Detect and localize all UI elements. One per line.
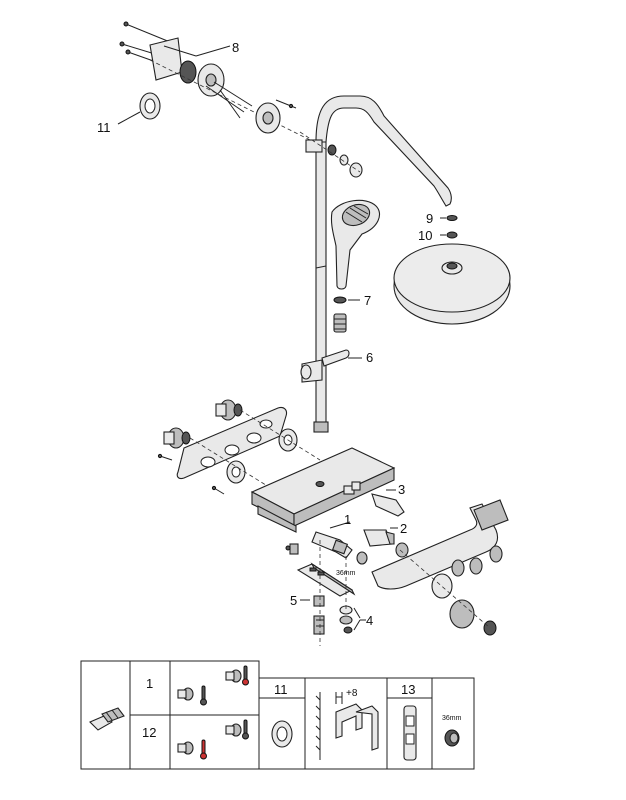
- legend-row-12-label: 12: [142, 725, 156, 740]
- shower-arm: [315, 95, 452, 207]
- washer-10: [446, 231, 458, 239]
- riser-pipe: [315, 141, 327, 431]
- legend-row-1-label: 1: [146, 676, 153, 691]
- callout-10: 10: [418, 228, 432, 243]
- valve-temperature-reversed-icon: [177, 719, 249, 760]
- part-5: [313, 595, 325, 607]
- callout-7: 7: [364, 293, 371, 308]
- control-knob: [449, 599, 475, 629]
- legend-col-13-label: 13: [401, 682, 415, 697]
- seal-ring-icon: [271, 720, 293, 748]
- s-union-right: [215, 399, 243, 421]
- thermostat-body: [250, 447, 396, 533]
- hand-shower: [330, 199, 380, 290]
- fittings-4: 4: [339, 605, 373, 634]
- head-shower: 9 10: [393, 211, 511, 325]
- washer-9: [446, 215, 458, 221]
- callout-1: 1: [344, 512, 351, 527]
- hose-connection: 7: [333, 293, 371, 333]
- s-union-left: [163, 427, 191, 449]
- legend-table: 1 12 11: [80, 660, 475, 770]
- callout-5: 5: [290, 593, 297, 608]
- bath-spout: [371, 499, 509, 636]
- diverter-knob: 3: [371, 482, 405, 517]
- callout-3: 3: [398, 482, 405, 497]
- legend-wrench-size: 36mm: [442, 715, 462, 722]
- flow-cartridge: 2: [363, 521, 409, 558]
- offset-label: +8: [346, 688, 358, 699]
- gasket: [179, 60, 197, 84]
- valve-temperature-icon: [177, 665, 249, 706]
- mounting-wrench: 36mm: [296, 562, 356, 597]
- offset-extension-icon: [315, 692, 379, 760]
- connector-nipple-icon: [89, 707, 125, 731]
- washer-7: [333, 296, 347, 304]
- callout-9: 9: [426, 211, 433, 226]
- sleeve-tool-icon: [403, 705, 417, 761]
- legend-col-11-label: 11: [274, 682, 288, 697]
- end-cap: [349, 162, 363, 178]
- callout-2: 2: [400, 521, 407, 536]
- wall-mount-assembly: 8 11: [97, 21, 311, 141]
- callout-8: 8: [232, 40, 239, 55]
- spout-body: [371, 503, 499, 590]
- hand-shower-holder: 6: [300, 349, 373, 383]
- mixer-back-plate: [157, 399, 321, 501]
- socket-nut-icon: [444, 729, 460, 747]
- callout-11: 11: [97, 120, 111, 135]
- callout-4: 4: [366, 613, 373, 628]
- callout-6: 6: [366, 350, 373, 365]
- fittings-5: 5: [290, 593, 325, 635]
- arm-connector: [305, 139, 323, 153]
